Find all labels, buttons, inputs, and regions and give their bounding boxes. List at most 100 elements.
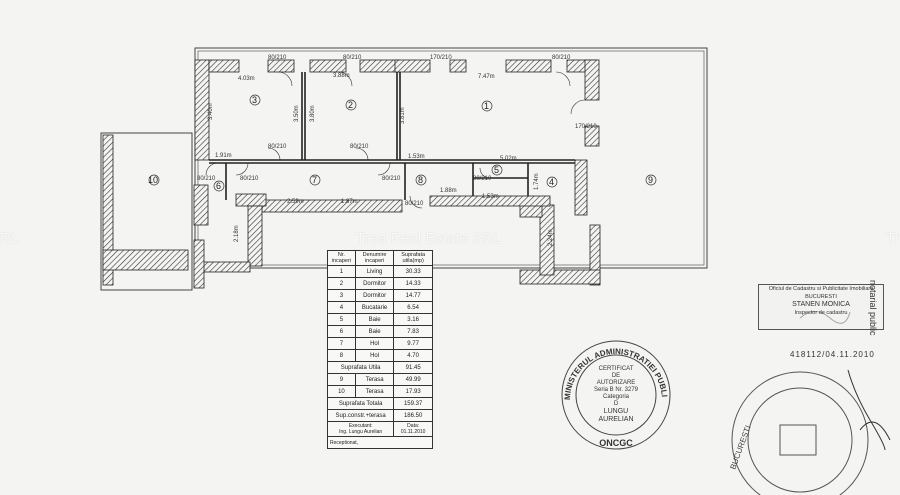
table-cell: 3.16: [393, 313, 433, 326]
door-label-l: 80/210: [405, 201, 424, 207]
round-stamp-l5: Categoria: [603, 394, 630, 400]
cadastre-stamp-l1: Oficiul de Cadastru si Publicitate Imobi…: [768, 286, 874, 292]
watermark-right: Tr: [886, 230, 900, 247]
dim-4-03: 4.03m: [238, 76, 255, 82]
round-stamp-bottom: ONCGC: [599, 438, 633, 448]
table-cell: Bucatarie: [354, 301, 395, 314]
room-10: 10: [148, 175, 158, 185]
received-label: Receptionat,: [327, 436, 433, 449]
door-label-i: 80/210: [197, 176, 216, 182]
room-1: 1: [484, 101, 489, 111]
door-swings: [205, 71, 586, 209]
table-cell: 2: [327, 277, 356, 290]
table-cell: 17.93: [393, 385, 433, 398]
round-stamp-l4: Seria B Nr. 3279: [594, 387, 639, 393]
table-received-row: Receptionat,: [327, 436, 433, 449]
total-value: 159.37: [393, 397, 433, 410]
signature: [847, 369, 891, 451]
table-cell: 1: [327, 265, 356, 278]
executed-name: Ing. Lungu Aurelian: [339, 429, 383, 435]
door-label-j: 80/210: [240, 176, 259, 182]
cadastre-stamp: Oficiul de Cadastru si Publicitate Imobi…: [758, 284, 884, 330]
table-cell: 14.33: [393, 277, 433, 290]
notary-side-text: notarial public: [868, 280, 878, 336]
table-cell: 3: [327, 289, 356, 302]
interior-walls: [209, 72, 575, 200]
table-cell: Hol: [354, 349, 395, 362]
table-cell: 7: [327, 337, 356, 350]
executed-label: Executant:: [348, 423, 373, 429]
built-value: 186.50: [393, 409, 433, 422]
stamp-number: 418112/04.11.2010: [790, 350, 875, 359]
door-label-b: 80/210: [343, 55, 362, 61]
door-label-g: 80/210: [268, 144, 287, 150]
table-cell: 6: [327, 325, 356, 338]
table-cell: Dormitor: [354, 277, 395, 290]
dim-3-40: 3.40m: [208, 103, 214, 120]
table-cell: 7.83: [393, 325, 433, 338]
room-9: 9: [648, 175, 653, 185]
header-area: Suprafata utila(mp): [393, 250, 433, 266]
date-cell: Data:01.11.2010: [393, 421, 433, 437]
table-cell: Terasa: [354, 373, 395, 386]
table-cell: 30.33: [393, 265, 433, 278]
header-nr: Nr. incaperi: [327, 250, 356, 266]
watermark: Trea Real Estate SRL: [356, 230, 502, 247]
header-name: Denumire incaperi: [354, 250, 395, 266]
door-label-k: 80/210: [382, 176, 401, 182]
dim-1-53a: 1.53m: [408, 154, 425, 160]
table-cell: Living: [354, 265, 395, 278]
dim-1-53b: 1.53m: [482, 194, 499, 200]
exterior-walls: [102, 59, 601, 289]
table-cell: Terasa: [354, 385, 395, 398]
table-cell: 9.77: [393, 337, 433, 350]
room-6: 6: [216, 181, 221, 191]
cadastre-stamp-l3: STANEN MONICA: [792, 301, 850, 308]
date-label: Data:: [407, 423, 420, 429]
table-cell: Hol: [354, 337, 395, 350]
table-header-row: Nr. incaperi Denumire incaperi Suprafata…: [327, 250, 433, 266]
room-2: 2: [348, 100, 353, 110]
room-7: 7: [312, 175, 317, 185]
round-stamp-l8: AURELIAN: [598, 416, 633, 423]
executed-cell: Executant:Ing. Lungu Aurelian: [326, 421, 395, 437]
round-stamp-l3: AUTORIZARE: [597, 380, 636, 386]
table-cell: 49.99: [393, 373, 433, 386]
table-cell: Baie: [354, 313, 395, 326]
round-stamp-l6: D: [614, 401, 619, 407]
door-label-f: 170/210: [575, 124, 597, 130]
table-cell: 14.77: [393, 289, 433, 302]
table-cell: 10: [327, 385, 356, 398]
door-label-h: 80/210: [350, 144, 369, 150]
dim-5-02: 5.02m: [500, 156, 517, 162]
table-cell: 4: [327, 301, 356, 314]
room-8: 8: [418, 175, 423, 185]
dim-3-50: 3.50m: [294, 105, 300, 122]
door-label-e: 80/210: [552, 55, 571, 61]
room-4: 4: [549, 177, 554, 187]
round-stamp-l2: DE: [612, 373, 620, 379]
dim-2-59: 2.59m: [287, 199, 304, 205]
total-label: Suprafata Totala: [326, 397, 395, 410]
dim-1-74: 1.74m: [534, 173, 540, 190]
dim-1-91: 1.91m: [215, 153, 232, 159]
cadastre-stamp-l4: Inspector de cadastru: [794, 310, 848, 316]
useful-value: 91.45: [393, 361, 433, 374]
table-cell: Baie: [354, 325, 395, 338]
dim-2-24: 2.24m: [548, 229, 554, 246]
dim-7-47: 7.47m: [478, 74, 495, 80]
terrace-10-outline: [100, 132, 193, 291]
watermark-left: RL: [0, 230, 20, 247]
table-cell: 6.54: [393, 301, 433, 314]
dim-1-88: 1.88m: [440, 188, 457, 194]
